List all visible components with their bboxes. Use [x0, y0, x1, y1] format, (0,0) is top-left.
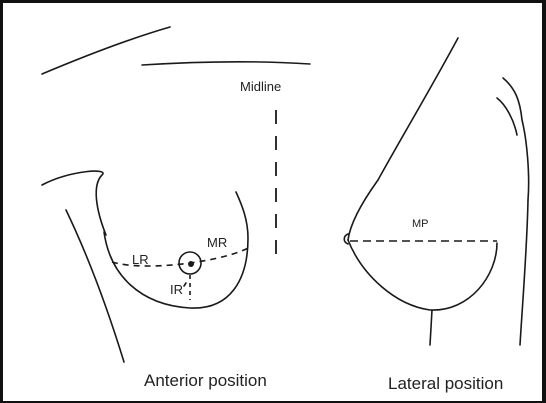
lr-label: LR	[132, 252, 149, 267]
body-lower-line	[430, 310, 432, 345]
nipple-dot	[188, 261, 194, 267]
mp-label: MP	[412, 218, 429, 230]
right-arm-contour-2	[497, 98, 517, 135]
anterior-view	[42, 27, 310, 362]
shoulder-contour	[42, 27, 170, 74]
right-arm-contour	[503, 78, 529, 200]
ir-label: IR	[170, 282, 183, 297]
back-contour	[348, 38, 458, 240]
anterior-caption: Anterior position	[144, 371, 267, 390]
clavicle-line	[142, 62, 310, 65]
breast-outline-lateral	[348, 240, 497, 310]
arm-lower-contour	[66, 210, 124, 362]
lateral-view	[344, 38, 528, 345]
ir-tick	[184, 283, 186, 286]
mr-label: MR	[207, 235, 227, 250]
midline-label: Midline	[240, 79, 281, 94]
lateral-caption: Lateral position	[388, 374, 503, 393]
right-arm-lower	[520, 200, 528, 345]
